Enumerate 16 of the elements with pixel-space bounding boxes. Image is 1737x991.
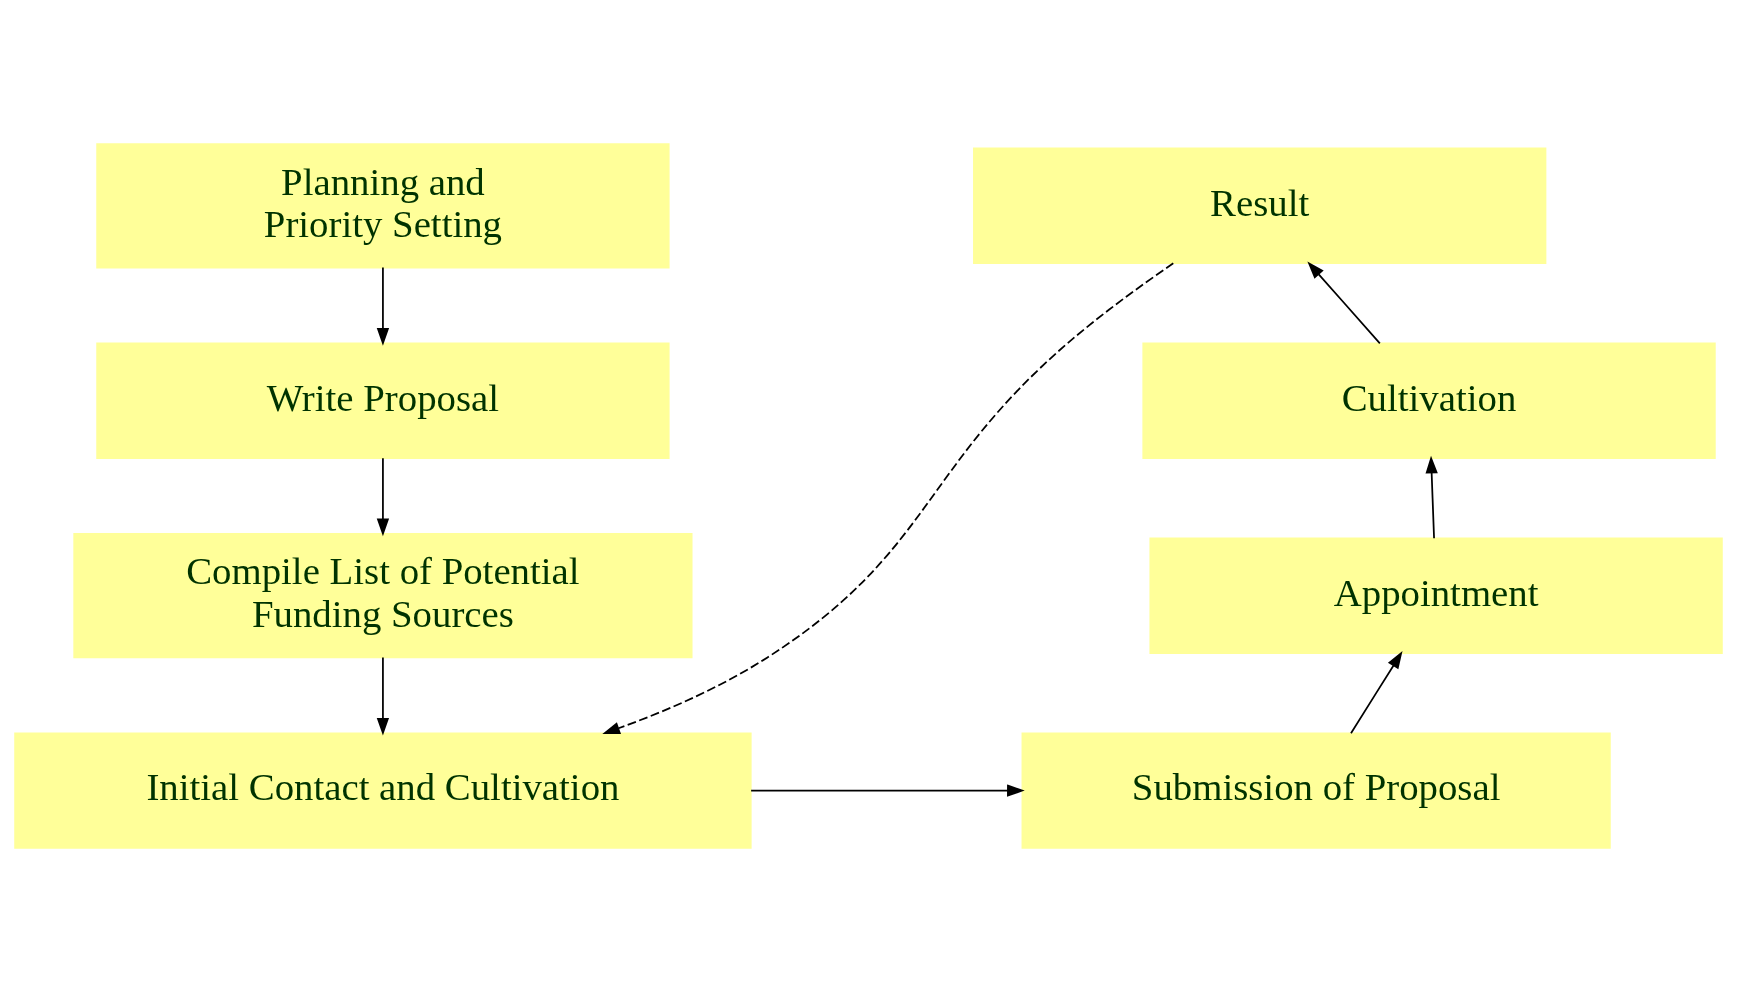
arrow — [1425, 455, 1438, 539]
arrow — [1350, 650, 1403, 734]
node-box: Compile List of Potential Funding Sources — [73, 532, 693, 658]
node-box: Planning and Priority Setting — [96, 142, 670, 268]
node-box: Cultivation — [1142, 342, 1716, 459]
arrow — [376, 266, 390, 346]
node-box: Submission of Proposal — [1021, 731, 1611, 849]
node-box: Result — [973, 147, 1547, 264]
arrow — [376, 656, 390, 736]
arrow — [750, 783, 1025, 797]
node-box: Appointment — [1149, 536, 1723, 654]
node-box: Initial Contact and Cultivation — [14, 731, 752, 849]
arrow — [376, 457, 390, 536]
arrow — [602, 261, 1175, 734]
arrow — [1307, 260, 1381, 344]
node-box: Write Proposal — [96, 342, 670, 459]
